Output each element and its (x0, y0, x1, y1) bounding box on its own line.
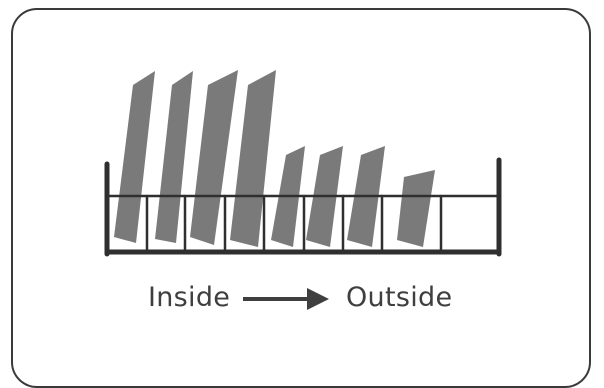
rack-dividers (145, 194, 443, 254)
plate-large-4 (230, 70, 276, 247)
inside-label: Inside (148, 282, 231, 313)
plates (114, 70, 435, 247)
plate-large-2 (155, 71, 193, 243)
arrow-right-icon (243, 288, 329, 310)
dish-rack-diagram (104, 70, 502, 257)
direction-caption: Inside Outside (0, 278, 604, 318)
plate-large-3 (190, 70, 238, 245)
plate-small-1 (397, 170, 435, 247)
dish-rack (104, 157, 502, 257)
plate-large-1 (114, 71, 155, 243)
outside-label: Outside (346, 282, 453, 313)
